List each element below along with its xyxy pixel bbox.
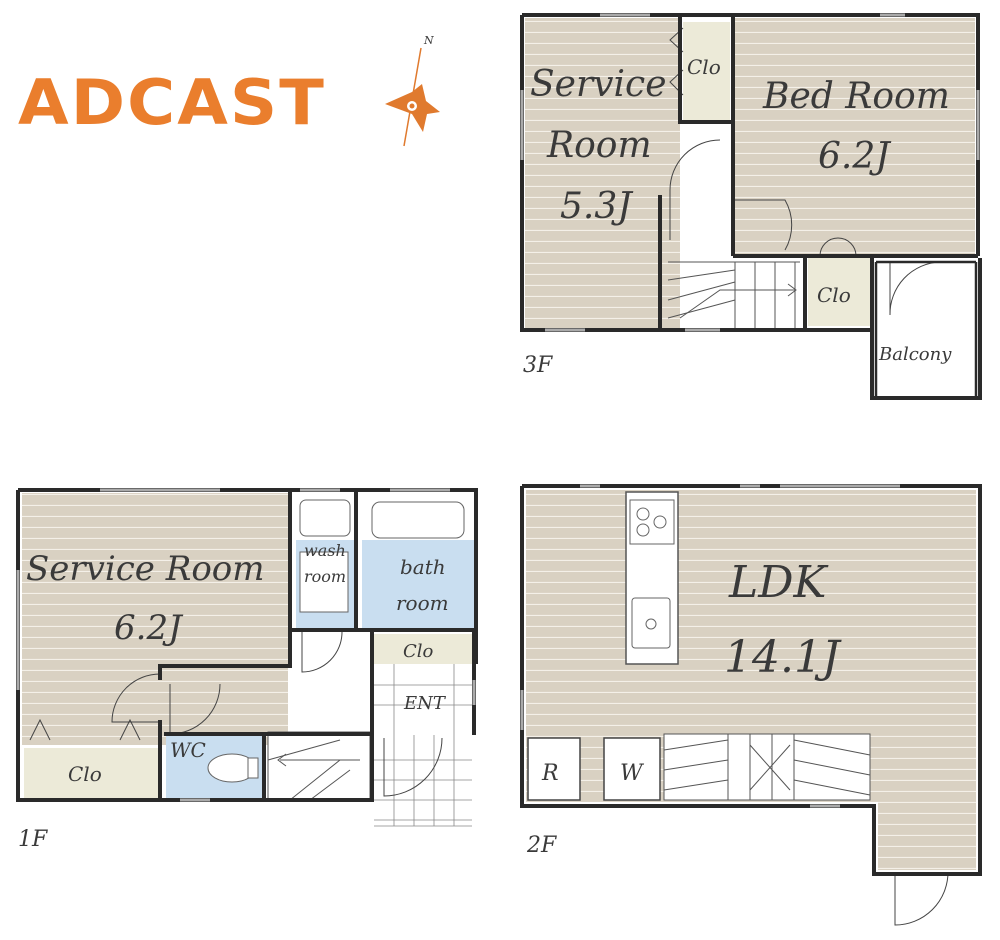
floor-1f-label: 1F (18, 827, 48, 852)
ldk-size: 14.1J (724, 632, 842, 683)
washer-space (603, 737, 661, 801)
bed-room-label: Bed Room (762, 76, 950, 117)
service-room-3f-label-2: Room (546, 125, 652, 166)
closet-3f-small-label: Clo (817, 283, 851, 307)
service-room-1f-size: 6.2J (114, 608, 184, 648)
bed-room-floor (735, 18, 975, 254)
bath-room-label-1: bath (400, 555, 446, 579)
walls-1f (16, 488, 478, 802)
floor-3f: Service Room 5.3J Bed Room 6.2J Clo Clo … (520, 13, 982, 400)
floor-1f: Service Room 6.2J Clo WC wash room bath … (16, 488, 478, 852)
closet-1f-label: Clo (68, 762, 102, 786)
service-room-1f-floor (22, 493, 288, 745)
closet-3f-small (808, 258, 870, 326)
service-room-3f-label-1: Service (530, 64, 667, 105)
wc-label: WC (170, 738, 206, 762)
washer-label: W (620, 761, 645, 786)
walls-3f (520, 13, 982, 400)
bath-room-label-2: room (396, 591, 449, 615)
bath-room-floor (362, 540, 474, 628)
entrance-label: ENT (403, 693, 447, 714)
fridge-label: R (541, 761, 559, 786)
service-room-3f-size: 5.3J (560, 186, 634, 227)
entrance-closet-label: Clo (403, 641, 434, 662)
entrance-tiles (374, 664, 472, 827)
entrance-closet (374, 634, 472, 664)
stairs-2f (663, 733, 871, 801)
balcony-label: Balcony (878, 344, 952, 365)
stairs-3f (667, 261, 800, 328)
wash-room-label-1: wash (304, 541, 346, 560)
fridge-space (527, 737, 581, 801)
closet-1f (24, 748, 158, 798)
service-room-3f-floor (525, 18, 680, 328)
closet-3f-top-label: Clo (687, 55, 721, 79)
walls-2f (520, 484, 982, 876)
ldk-label: LDK (728, 557, 828, 608)
service-room-1f-label: Service Room (26, 549, 265, 589)
wash-room-label-2: room (304, 567, 346, 586)
north-label: N (423, 34, 434, 47)
floor-3f-label: 3F (523, 353, 553, 378)
floor-2f: LDK 14.1J R W 2F (520, 484, 982, 926)
adcast-logo: ADCAST (18, 66, 326, 139)
closet-3f-top (683, 22, 730, 120)
stairs-1f (267, 731, 371, 801)
bed-room-size: 6.2J (818, 136, 892, 177)
compass-icon: N (385, 34, 440, 147)
floor-2f-label: 2F (526, 833, 557, 858)
